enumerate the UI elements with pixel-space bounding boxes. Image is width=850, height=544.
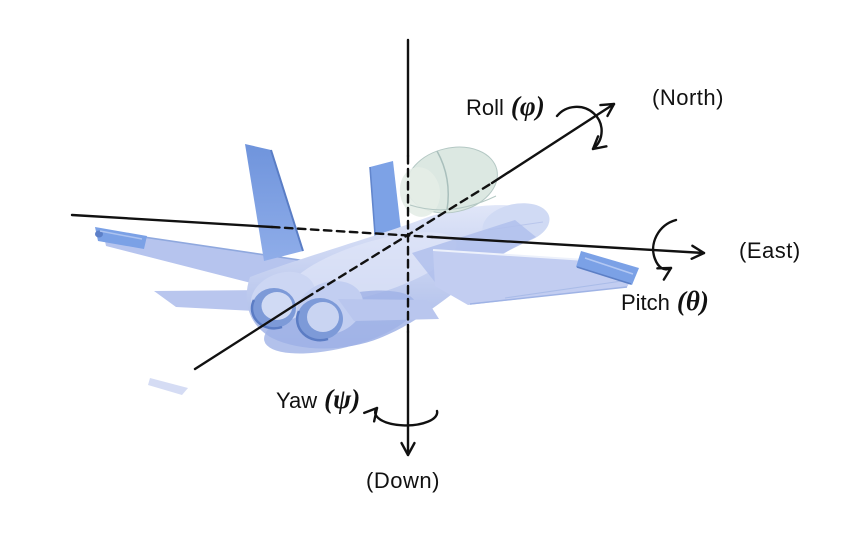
east-direction-label: (East) (739, 238, 801, 263)
pitch-rotation-arrow (652, 218, 678, 281)
right-wing-trailing-edge (469, 286, 628, 305)
right-wing-flap-line (504, 280, 623, 299)
roll-axis-north-arrow (490, 102, 616, 185)
down-direction-label: (Down) (366, 468, 440, 493)
left-rail-highlight (99, 230, 143, 240)
roll-label-text: Roll (466, 95, 504, 120)
yaw-rotation-arrow (363, 406, 439, 427)
left-stabilator (154, 290, 275, 312)
roll-axis-dashed-segment (304, 181, 494, 300)
pitch-label-text: Pitch (621, 290, 670, 315)
right-rail-highlight (584, 257, 634, 275)
roll-symbol-phi: (φ) (510, 91, 545, 121)
engine-nozzle-left-rim-shade (250, 299, 283, 330)
engine-nozzle-right-inner (307, 302, 339, 332)
canopy-frame-seam (436, 150, 449, 211)
pitch-axis-east-arrow (430, 235, 706, 260)
right-rail-shadow-edge (576, 266, 632, 285)
left-rail-cap (95, 230, 103, 238)
pitch-axis-left-segment (70, 213, 274, 229)
north-direction-label: (North) (652, 85, 724, 110)
right-stabilator (338, 299, 439, 321)
yaw-symbol-psi: (ψ) (324, 384, 361, 414)
lower-surface-glint (148, 378, 188, 395)
roll-rotation-arrow (555, 105, 608, 151)
roll-axis-label: Roll (φ) (466, 93, 545, 120)
left-tail-trailing-edge (270, 149, 304, 252)
yaw-axis-label: Yaw (ψ) (276, 386, 360, 413)
pitch-axis-label: Pitch (θ) (621, 288, 709, 315)
yaw-label-text: Yaw (276, 388, 318, 413)
roll-axis-lower-segment (193, 296, 308, 371)
engine-nozzle-right-rim-shade (295, 310, 329, 342)
windscreen (399, 167, 441, 217)
left-tail-fin (245, 144, 303, 261)
pitch-symbol-theta: (θ) (676, 286, 709, 316)
aircraft (95, 144, 639, 395)
